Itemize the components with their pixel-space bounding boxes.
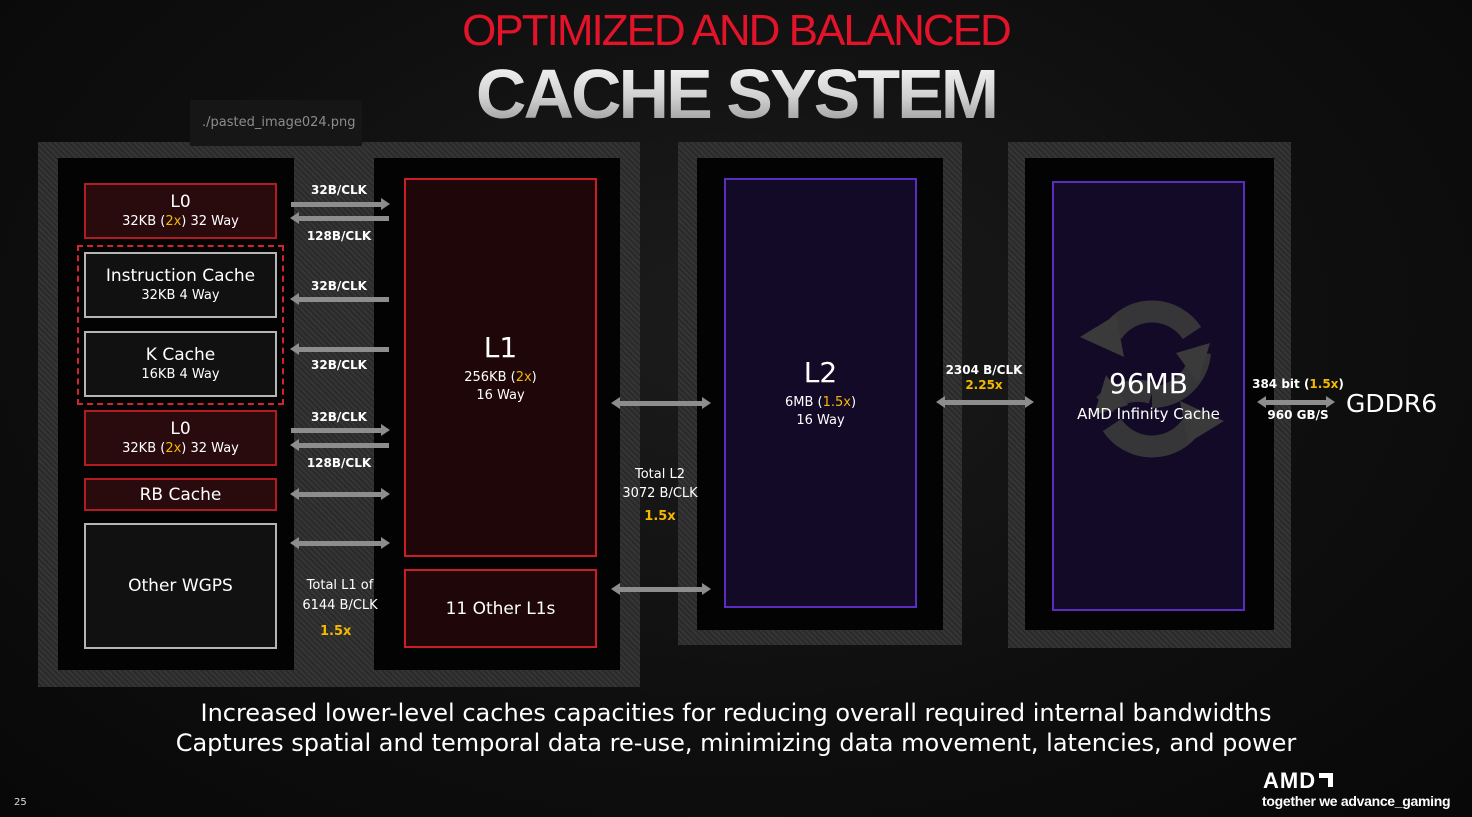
other-l1s-name: 11 Other L1s [445,598,556,619]
l1-size: 256KB (2x) [464,369,537,385]
icache-link-label: 32B/CLK [311,279,367,293]
l1-block: L1 256KB (2x) 16 Way [404,178,597,557]
total-l1-line2: 6144 B/CLK [302,598,378,613]
amd-logo: AMD [1263,770,1334,792]
l0-top-read-label: 32B/CLK [311,183,367,197]
ic-memory-bus-label: 384 bit (1.5x) [1252,377,1344,391]
gddr6-label: GDDR6 [1346,389,1438,418]
l2-block: L2 6MB (1.5x) 16 Way [724,178,917,608]
l0-top-write-label: 128B/CLK [306,229,372,243]
instruction-k-cache-group [77,245,284,405]
l0-top-name: L0 [170,192,191,212]
kcache-link-label: 32B/CLK [311,358,367,372]
l0-bottom-write-arrow [290,439,389,451]
other-wgps-name: Other WGPS [128,576,233,596]
k-cache-block: K Cache 16KB 4 Way [84,331,277,397]
total-l1-line1: Total L1 of [306,578,374,593]
title-line2: CACHE SYSTEM [0,54,1472,134]
k-cache-name: K Cache [145,345,216,365]
other-wgps-block: Other WGPS [84,523,277,649]
k-cache-detail: 16KB 4 Way [141,367,220,382]
l2-size: 6MB (1.5x) [784,395,857,410]
total-l2-mult: 1.5x [644,509,676,524]
ic-memory-bandwidth: 960 GB/S [1267,408,1329,422]
l0-top-block: L0 32KB (2x) 32 Way [84,183,277,239]
image-filename-tag: ./pasted_image024.png [190,100,362,146]
l0-bottom-read-arrow [291,424,390,436]
l2-ic-arrow [936,396,1034,408]
l0-top-size: 32KB (2x) 32 Way [122,214,239,229]
title-line1: OPTIMIZED AND BALANCED [462,6,1012,55]
l2-ic-bandwidth: 2304 B/CLK [945,363,1023,377]
instruction-cache-detail: 32KB 4 Way [141,288,220,303]
instruction-cache-name: Instruction Cache [105,266,256,286]
l1-l2-arrow [611,397,711,409]
rb-cache-block: RB Cache [84,478,277,511]
l2-name: L2 [803,356,838,389]
l0-bottom-write-label: 128B/CLK [306,456,372,470]
infinity-loop-icon [1080,300,1224,458]
l0-bottom-read-label: 32B/CLK [311,410,367,424]
other-l1s-block: 11 Other L1s [404,569,597,648]
footer-line2: Captures spatial and temporal data re-us… [175,729,1297,757]
infinity-cache-block: 96MB AMD Infinity Cache [1052,181,1245,611]
ic-memory-arrow [1257,396,1335,408]
l2-ic-label: 2304 B/CLK 2.25x [934,363,1034,393]
l2-ic-mult: 2.25x [965,378,1003,392]
instruction-cache-block: Instruction Cache 32KB 4 Way [84,252,277,318]
l2-way: 16 Way [796,413,845,428]
infinity-cache-size: 96MB [1109,367,1188,400]
other-l1s-l2-arrow [611,583,711,595]
icache-link-arrow [290,293,389,305]
l1-way: 16 Way [476,387,525,403]
l0-bottom-block: L0 32KB (2x) 32 Way [84,410,277,466]
brand-tagline: together we advance_gaming [1262,793,1451,809]
total-l2-line2: 3072 B/CLK [622,486,698,501]
l0-bottom-size: 32KB (2x) 32 Way [122,441,239,456]
infinity-cache-name: AMD Infinity Cache [1077,405,1220,423]
rb-cache-link-arrow [290,488,390,500]
amd-arrow-icon [1319,773,1334,787]
total-l1-label: Total L1 of 6144 B/CLK 1.5x [290,576,390,642]
l0-top-read-arrow [291,198,390,210]
total-l1-mult: 1.5x [320,624,352,639]
l1-name: L1 [483,330,518,364]
rb-cache-name: RB Cache [139,484,222,505]
l0-bottom-name: L0 [170,419,191,439]
total-l2-line1: Total L2 [634,467,685,482]
kcache-link-arrow [290,343,389,355]
page-number: 25 [14,797,27,808]
footer-line1: Increased lower-level caches capacities … [200,699,1272,727]
other-wgps-link-arrow [290,537,390,549]
total-l2-label: Total L2 3072 B/CLK 1.5x [610,465,710,526]
l0-top-write-arrow [290,212,389,224]
